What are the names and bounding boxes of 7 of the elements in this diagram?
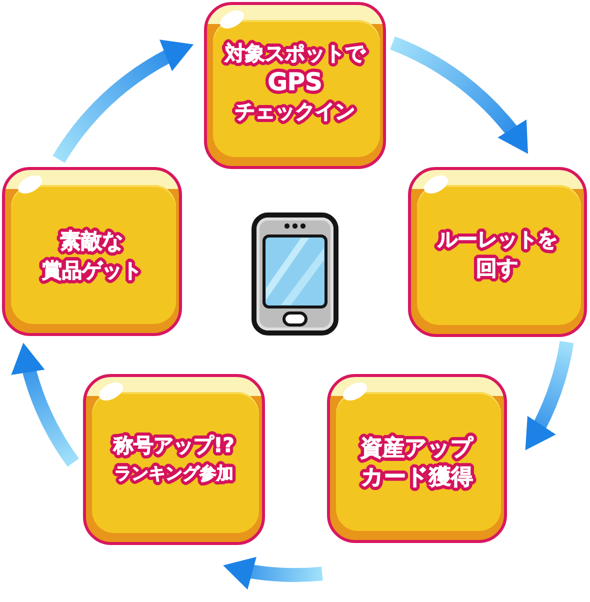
step-box: 資産アップカード獲得 xyxy=(327,374,507,543)
arrow xyxy=(222,555,323,589)
step-box: 称号アップ!?ランキング参加 xyxy=(83,374,265,545)
step-box: ルーレットを回す xyxy=(408,167,587,337)
step-box: 対象スポットでGPSチェックイン xyxy=(204,2,386,169)
arrow xyxy=(13,341,80,466)
step-box: 素敵な賞品ゲット xyxy=(2,167,182,336)
